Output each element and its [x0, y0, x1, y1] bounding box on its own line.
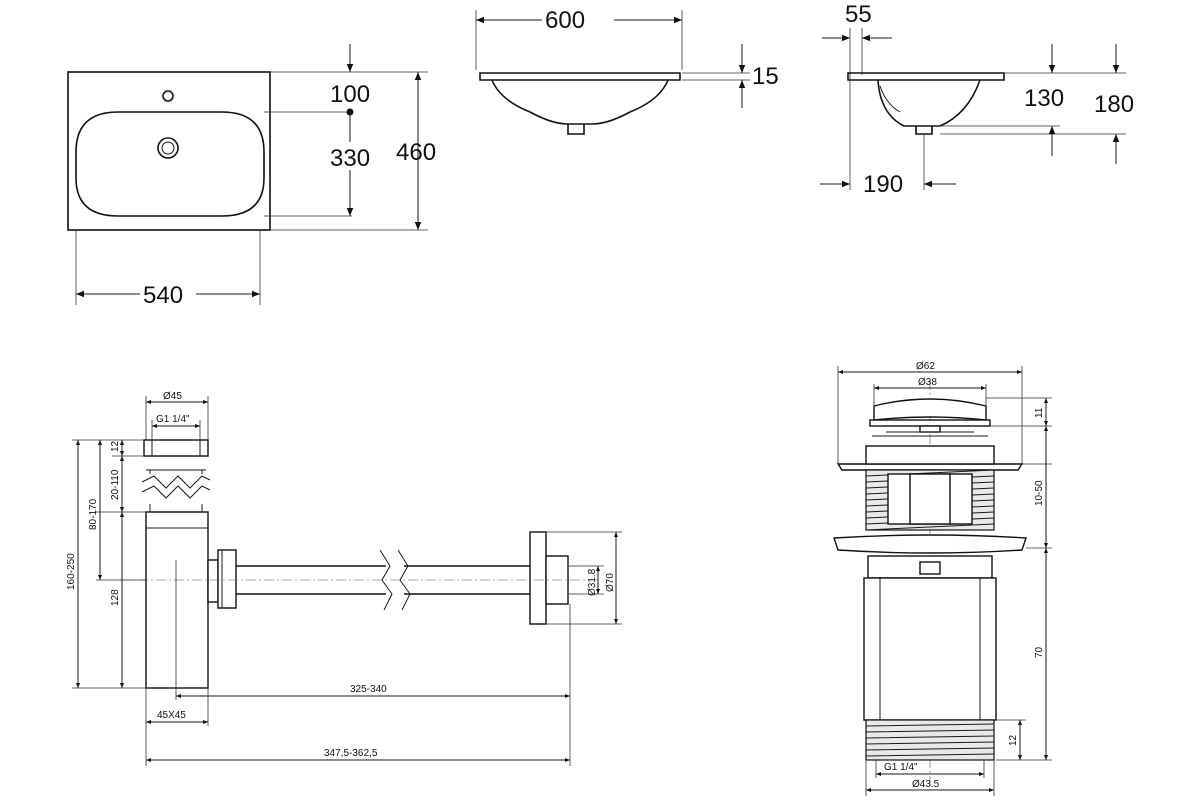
- siphon-body-size: 45X45: [157, 710, 186, 721]
- siphon-flange-diameter: Ø70: [605, 573, 616, 592]
- valve-body-height: 70: [1034, 646, 1045, 658]
- siphon-body-height: 128: [110, 589, 121, 606]
- valve-adjust: 10-50: [1034, 480, 1045, 506]
- siphon-pipe-diameter: Ø31.8: [587, 568, 598, 596]
- valve-thread-label: G1 1/4": [884, 762, 918, 773]
- siphon-top-diameter: Ø45: [163, 391, 182, 402]
- side-drain-depth-label: 130: [1024, 85, 1064, 112]
- siphon-thread-label: G1 1/4": [156, 414, 190, 425]
- top-width-label: 540: [143, 282, 183, 309]
- valve-cap-diameter: Ø38: [918, 377, 937, 388]
- siphon-adjust: 20-110: [110, 469, 121, 500]
- basin-side-view: 55 130 180 190: [820, 1, 1134, 198]
- valve-outer-diameter: Ø62: [916, 361, 935, 372]
- side-rim-label: 55: [845, 1, 872, 28]
- front-width-label: 600: [545, 7, 585, 34]
- valve-bottom-diameter: Ø43.5: [912, 779, 940, 790]
- click-clack-drain-valve: Ø62 Ø38 11 10-50 70 12 G1 1/4" Ø43.5: [833, 361, 1052, 796]
- side-height-label: 180: [1094, 91, 1134, 118]
- siphon-cap: 12: [110, 440, 121, 452]
- siphon-pipe-length: 325-340: [350, 684, 387, 695]
- valve-cap-height: 11: [1034, 407, 1045, 418]
- front-rim-label: 15: [752, 63, 779, 90]
- top-depth-label: 460: [396, 139, 436, 166]
- siphon-body-range: 80-170: [88, 498, 99, 530]
- siphon-total-length: 347,5-362,5: [324, 748, 378, 759]
- basin-front-view: 600 15: [475, 7, 779, 135]
- bottle-siphon: Ø45 G1 1/4" 160-250 80-170 12 20-110 128…: [66, 391, 622, 766]
- siphon-total-height: 160-250: [66, 553, 77, 590]
- basin-top-view: 100 330 460 540: [67, 44, 436, 309]
- top-bowl-depth-label: 330: [330, 145, 370, 172]
- side-drain-offset-label: 190: [863, 171, 903, 198]
- top-tap-offset-label: 100: [330, 81, 370, 108]
- valve-thread-height: 12: [1008, 734, 1019, 746]
